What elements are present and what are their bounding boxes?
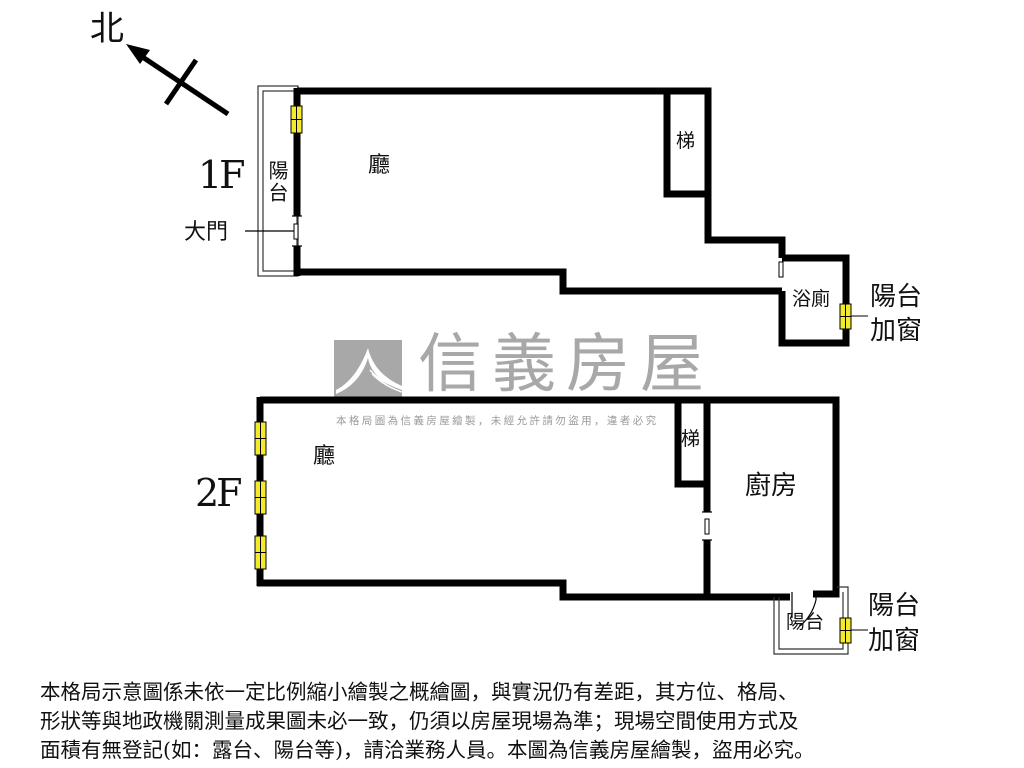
- floor1-main-door-icon: [245, 215, 302, 247]
- disclaimer-line-2: 形狀等與地政機關測量成果圖未必一致，仍須以房屋現場為準；現場空間使用方式及: [40, 709, 799, 733]
- floor1-label: 1F: [198, 153, 246, 197]
- floor2-living-room-label: 廳: [313, 444, 336, 469]
- floor2-window-icon: [254, 421, 267, 570]
- floor1-main-door-label: 大門: [184, 220, 229, 245]
- floor1-bathroom-window-icon: [839, 303, 868, 330]
- disclaimer-line-1: 本格局示意圖係未依一定比例縮小繪製之概繪圖，與實況仍有差距，其方位、格局、: [40, 680, 799, 704]
- floor1-balcony-label: 陽台: [265, 160, 289, 204]
- floor1-living-room-label: 廳: [368, 153, 391, 178]
- disclaimer-line-3: 面積有無登記(如：露台、陽台等)，請洽業務人員。本圖為信義房屋繪製，盜用必究。: [40, 738, 815, 762]
- floor2-balcony-label: 陽台: [786, 611, 825, 633]
- floor1-balcony-window-note-line1: 陽台: [870, 282, 923, 312]
- floor1-balcony-window-note-line2: 加窗: [870, 316, 923, 346]
- floor2-stairs-label: 梯: [681, 428, 701, 450]
- floor1-bathroom-label: 浴廁: [792, 288, 831, 310]
- floor2-balcony-door-icon: [791, 592, 817, 627]
- north-arrow-icon: [126, 44, 230, 117]
- floor2-label: 2F: [195, 471, 243, 515]
- disclaimer-text: 本格局示意圖係未依一定比例縮小繪製之概繪圖，與實況仍有差距，其方位、格局、 形狀…: [40, 678, 1000, 765]
- brand-logo-icon: [334, 340, 403, 400]
- floor2-kitchen-label: 廚房: [745, 471, 798, 501]
- floor1-walls: [293, 87, 850, 347]
- north-label: 北: [90, 9, 124, 49]
- floor2-balcony-window-icon: [839, 617, 868, 644]
- floor1-window-icon: [290, 105, 303, 134]
- floor2-kitchen-door-icon: [702, 511, 712, 541]
- floor2-balcony-window-note-line1: 陽台: [868, 591, 921, 621]
- floor1-bathroom-door-icon: [778, 261, 784, 278]
- floor1-stairs-label: 梯: [676, 130, 696, 152]
- copyright-watermark: 本格局圖為信義房屋繪製，未經允許請勿盜用，違者必究: [336, 415, 659, 427]
- brand-watermark: 信義房屋: [418, 328, 714, 402]
- floor2-balcony-window-note-line2: 加窗: [868, 626, 921, 656]
